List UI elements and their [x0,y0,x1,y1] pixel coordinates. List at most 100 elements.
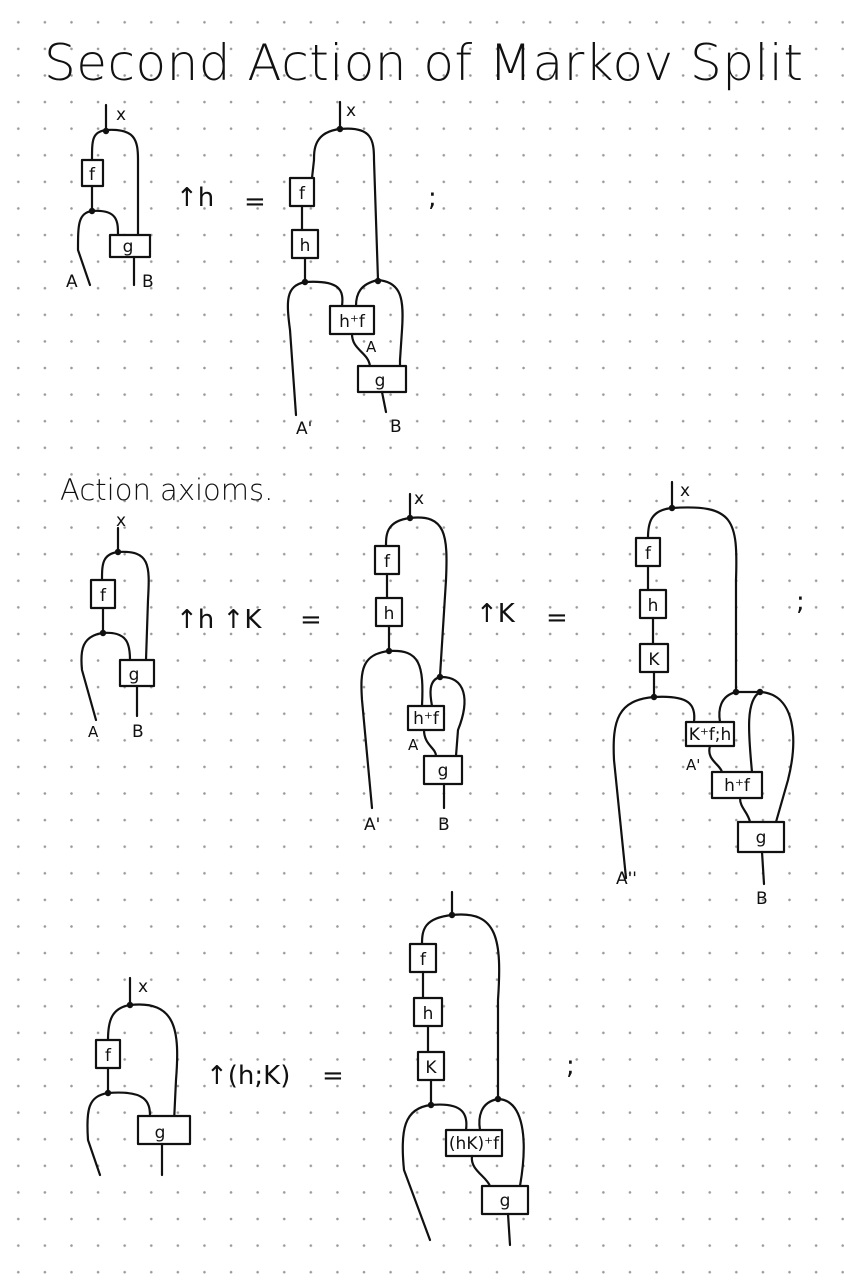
wire-left [100,550,120,582]
section-subtitle: Action axioms. [60,473,273,507]
wire-right-a [718,690,738,724]
wire-A [86,1091,110,1177]
svg-text:g: g [438,761,449,781]
wire-B [760,850,766,886]
svg-text:g: g [129,665,140,685]
label-x: x [680,481,690,501]
box-f: f [373,544,401,576]
label-B: B [142,272,154,292]
label-x: x [116,511,126,531]
box-g: g [356,364,408,394]
svg-text:h: h [384,604,395,624]
wire-right [104,128,140,237]
wire-A [76,209,94,287]
wire-left [646,506,674,540]
svg-text:f: f [100,586,107,606]
wire-B [380,390,388,414]
box-g: g [118,658,156,688]
svg-text:g: g [500,1191,511,1211]
box-g: g [422,754,464,786]
wire-to-g [90,209,120,237]
label-A: A [408,736,419,754]
wire-to-g [101,631,132,662]
svg-text:f: f [645,544,652,564]
label-x: x [414,489,424,509]
wire-A-mid [738,796,752,824]
wire-right [408,516,448,678]
wire-right-b [496,1097,525,1188]
diagram-3-lhs: f g x [86,976,192,1177]
svg-text:f: f [420,950,427,970]
box-k: K [416,1050,446,1082]
label-A: A [88,723,99,741]
label-B: B [132,722,144,742]
box-f: f [634,536,662,568]
wire-left [90,128,108,162]
eq3-equals: = [322,1061,344,1091]
label-x: x [346,101,356,121]
label-A-dprime: A'' [616,869,637,889]
box-k: K [638,642,670,674]
wire-A [401,1103,433,1242]
wire-to-kdag [652,695,696,724]
wire-right [116,550,150,662]
box-g: g [480,1184,530,1216]
wire-to-g [106,1091,152,1118]
svg-text:f: f [299,184,306,204]
wire-to-hdag [387,649,424,708]
label-x: x [138,977,148,997]
svg-text:g: g [123,237,134,257]
box-h-dagger-f: h⁺f [710,770,764,800]
label-B: B [438,815,450,835]
eq1-equals: = [244,187,266,217]
svg-text:f: f [384,552,391,572]
wire-right [450,913,501,1100]
svg-text:g: g [155,1123,166,1143]
diagram-2-rhs: f h K K⁺f;h h⁺f [612,480,795,909]
wire-right-a [354,278,380,308]
diagram-3-rhs: f h K (hK)⁺f g [401,890,530,1247]
page-title: Second Action of Markov Split [44,34,803,92]
svg-text:K: K [425,1058,437,1078]
wire-to-hkdag [429,1103,468,1132]
wire-A-prime [286,280,307,417]
box-g: g [136,1114,192,1146]
box-f: f [288,176,316,208]
svg-text:K: K [648,650,660,670]
wire-left [384,516,412,548]
svg-text:(hK)⁺f: (hK)⁺f [449,1134,500,1154]
wire-right [670,506,738,692]
svg-text:g: g [375,371,386,391]
eq2-semicolon: ; [796,587,805,617]
svg-text:h: h [300,236,311,256]
box-h: h [412,996,444,1028]
eq3-semicolon: ; [566,1051,575,1081]
wire-right-b [747,690,762,774]
wire-left [420,913,454,946]
box-h-dagger-f: h⁺f [328,304,376,336]
wire-right-c [758,690,795,824]
box-f: f [80,158,105,188]
svg-text:f: f [89,165,96,185]
copy-node [102,127,110,135]
eq1-semicolon: ; [428,183,437,213]
label-B: B [756,889,768,909]
svg-text:h: h [648,596,659,616]
label-A: A [66,272,78,292]
diagram-2-mid: f h h⁺f g x A A' B [360,489,466,835]
box-f: f [94,1038,122,1070]
label-A-prime: A' [686,756,700,774]
svg-text:f: f [105,1046,112,1066]
svg-text:K⁺f;h: K⁺f;h [689,725,732,745]
box-g: g [108,233,152,259]
label-A: A [366,338,377,356]
wire-A-prime [360,649,391,810]
diagram-1-lhs: f g x A B [66,103,154,292]
svg-text:h⁺f: h⁺f [339,312,366,332]
wire-A-mid [350,332,372,368]
wire-right-a [429,675,442,708]
box-g: g [736,820,786,854]
eq1-lhs: ↑h [176,183,214,213]
box-hk-dagger-f: (hK)⁺f [444,1128,504,1158]
